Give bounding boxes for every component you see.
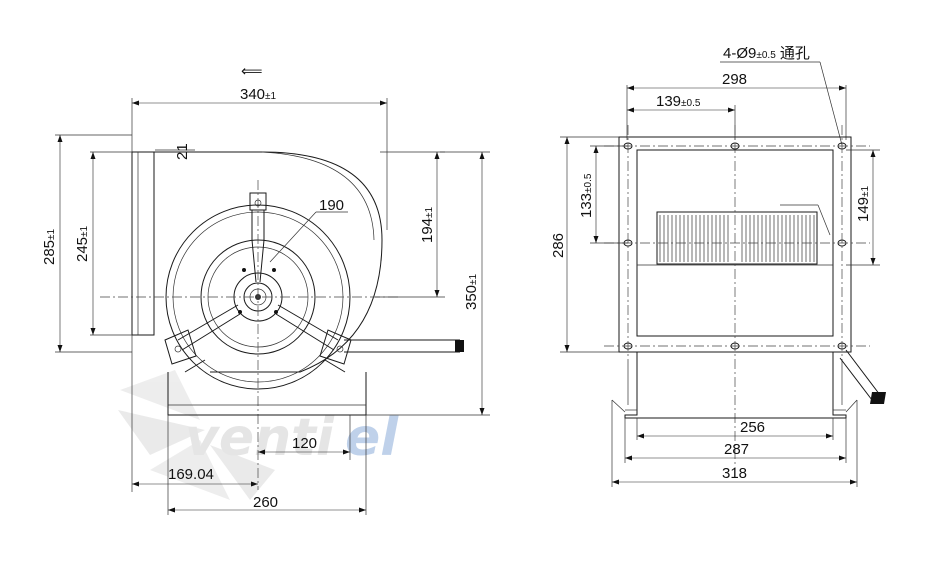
- airflow-arrow-icon: ⟸: [241, 63, 263, 80]
- dim-260: 260: [253, 494, 278, 511]
- watermark-logo: venti el: [118, 370, 399, 500]
- left-view: ⟸ 340±1 21 285±1 245±1: [41, 63, 490, 515]
- dim-298: 298: [722, 71, 747, 88]
- dim-169: 169.04: [168, 466, 214, 483]
- dim-318: 318: [722, 465, 747, 482]
- dim-286: 286: [550, 233, 567, 258]
- watermark-text-right: el: [345, 408, 399, 468]
- dim-285: 285±1: [41, 228, 58, 265]
- dim-350: 350±1: [463, 273, 480, 310]
- dim-133: 133±0.5: [578, 173, 595, 218]
- dim-190: 190: [319, 197, 344, 214]
- dim-287: 287: [724, 441, 749, 458]
- dim-245: 245±1: [74, 225, 91, 262]
- watermark-text-left: venti: [185, 408, 335, 468]
- impeller-blades: [659, 215, 815, 262]
- dim-340: 340±1: [240, 86, 277, 103]
- right-view: 4-Ø9±0.5 通孔 298 139±0.5: [550, 45, 886, 487]
- dim-194: 194±1: [419, 206, 436, 243]
- hole-callout: 4-Ø9±0.5 通孔: [723, 45, 810, 62]
- dim-149: 149±1: [855, 185, 872, 222]
- dim-256: 256: [740, 419, 765, 436]
- dim-139: 139±0.5: [656, 93, 701, 110]
- dim-120: 120: [292, 435, 317, 452]
